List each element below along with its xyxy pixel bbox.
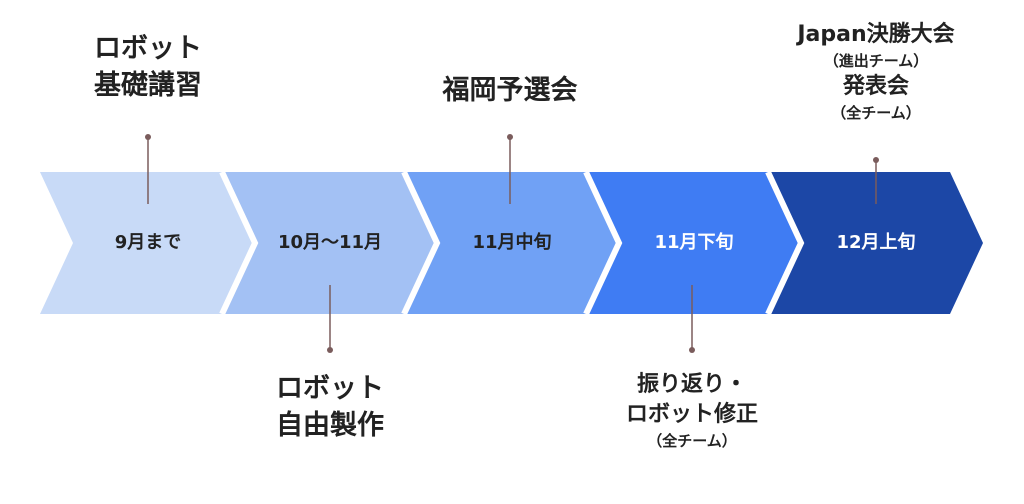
event-robot-lecture-line2: 基礎講習 <box>94 70 202 101</box>
timeline-arrow-3 <box>404 172 619 314</box>
connector-dot <box>873 157 879 163</box>
connector-dot <box>507 134 513 140</box>
event-review-fix-line2: ロボット修正 <box>625 402 758 427</box>
event-robot-build-line1: ロボット <box>276 373 384 404</box>
period-label-2: 10月〜11月 <box>277 232 383 253</box>
connector-dot <box>327 347 333 353</box>
event-robot-lecture: ロボット 基礎講習 <box>58 30 238 104</box>
period-label-4: 11月下旬 <box>654 232 734 253</box>
event-robot-build: ロボット 自由製作 <box>240 370 420 444</box>
timeline-arrow-1 <box>40 172 255 314</box>
event-review-fix-line1: 振り返り・ <box>636 372 747 397</box>
event-japan-final: Japan決勝大会 （進出チーム） 発表会 （全チーム） <box>766 20 986 124</box>
connector-dot <box>145 134 151 140</box>
event-japan-final-note2: （全チーム） <box>831 104 921 122</box>
event-japan-final-note1: （進出チーム） <box>823 52 929 70</box>
event-japan-final-line1: Japan決勝大会 <box>797 22 955 47</box>
period-label-5: 12月上旬 <box>836 232 916 253</box>
event-review-fix-note: （全チーム） <box>647 432 737 450</box>
event-fukuoka-qualifier-title: 福岡予選会 <box>442 75 578 106</box>
event-review-fix: 振り返り・ ロボット修正 （全チーム） <box>582 370 802 452</box>
event-fukuoka-qualifier: 福岡予選会 <box>400 72 620 109</box>
timeline-arrow-4 <box>586 172 801 314</box>
event-japan-final-line2: 発表会 <box>842 74 909 99</box>
period-label-3: 11月中旬 <box>472 232 552 253</box>
event-robot-build-line2: 自由製作 <box>276 410 384 441</box>
connector-dot <box>689 347 695 353</box>
timeline-arrow-2 <box>222 172 437 314</box>
timeline-arrow-5 <box>768 172 983 314</box>
period-label-1: 9月まで <box>114 232 182 253</box>
event-robot-lecture-line1: ロボット <box>94 33 202 64</box>
